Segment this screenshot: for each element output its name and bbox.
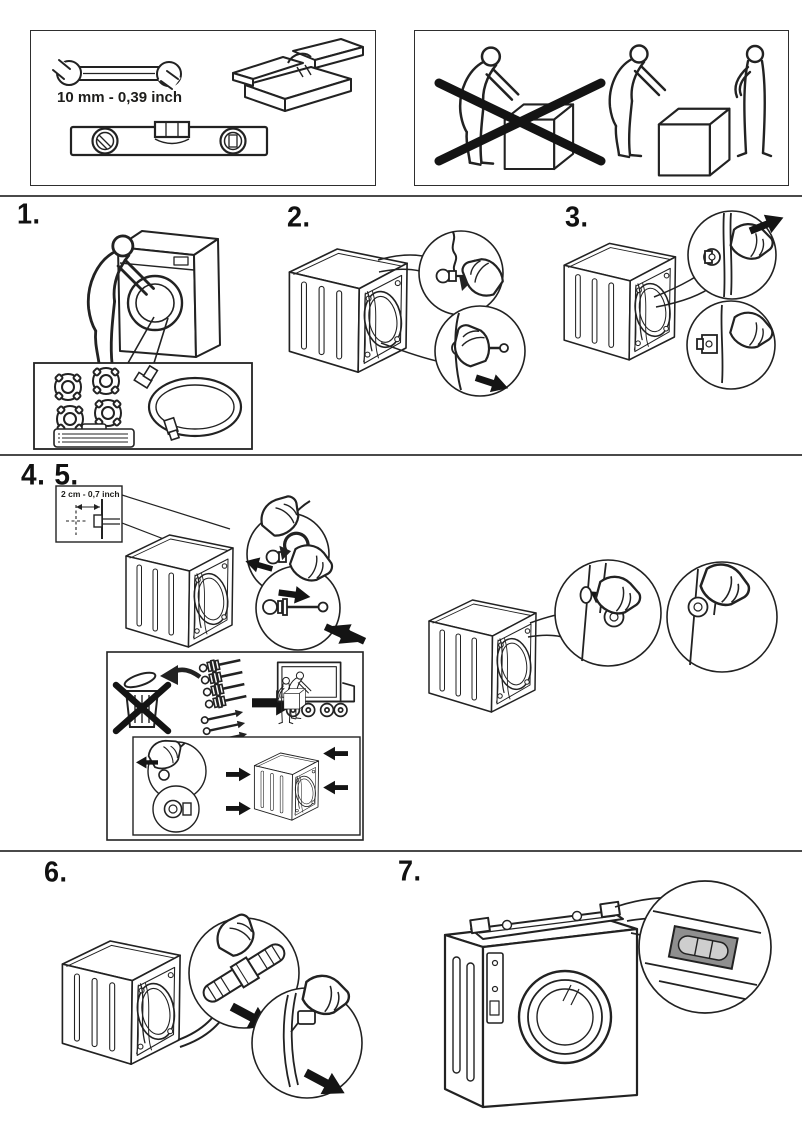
washer-rear-icon	[428, 599, 537, 713]
transport-bolt-icon	[262, 598, 329, 616]
door-icon	[517, 969, 613, 1065]
hose-clip-icon	[290, 1010, 316, 1033]
callout-leader-line	[127, 316, 169, 364]
hose-line	[282, 992, 299, 1088]
spirit-level-on-top-icon	[469, 900, 624, 940]
callout-unscrew-bolt	[418, 230, 510, 316]
step-7-illustration	[443, 880, 772, 1109]
section-divider	[0, 850, 802, 852]
step-4-5-illustration	[55, 485, 778, 841]
power-cord-icon	[451, 231, 458, 273]
section-divider	[0, 195, 802, 197]
step-7-number: 7.	[398, 855, 422, 887]
manual-tray-icon	[53, 423, 135, 448]
washer-front-icon	[443, 915, 639, 1109]
strap-line	[722, 212, 733, 298]
callout-press-cap	[666, 557, 778, 673]
transport-hole-cap-icon	[93, 398, 123, 428]
bolt-gap-spec-box	[55, 485, 231, 552]
callout-pull-strap	[687, 208, 788, 300]
lifting-warning-box	[414, 30, 789, 186]
step-3-number: 3.	[565, 201, 589, 233]
refit-bolts-box	[132, 732, 361, 836]
step-5-number: 5.	[54, 458, 79, 491]
transport-hole-cap-icon	[91, 366, 121, 396]
inlet-hose-icon	[133, 364, 243, 442]
spirit-level-icon	[69, 120, 269, 157]
callout-bolt-closeup	[152, 785, 200, 833]
washer-rear-icon	[563, 242, 677, 361]
step-2-illustration	[288, 230, 526, 398]
step-4-number: 4.	[21, 458, 46, 491]
callout-remove-spacer	[255, 539, 341, 651]
keep-bolts-box	[106, 651, 364, 841]
bolt-gap-label: 2 cm - 0,7 inch	[61, 489, 120, 499]
callout-insert-cap	[554, 559, 662, 667]
step-1-number: 1.	[17, 198, 41, 230]
section-divider	[0, 454, 802, 456]
lifting-illustration	[434, 44, 773, 177]
callout-remove-bracket	[686, 300, 778, 390]
corrugated-hose-icon	[202, 943, 286, 1003]
toolbox-icon	[232, 38, 364, 112]
callout-hose-clip	[251, 971, 363, 1104]
step-2-number: 2.	[287, 201, 311, 233]
washer-rear-icon	[61, 940, 181, 1066]
tools-illustration	[50, 38, 364, 157]
tools-required-box: 10 mm - 0,39 inch	[30, 30, 376, 186]
step-6-illustration	[61, 906, 363, 1104]
transport-hole-cap-icon	[53, 372, 83, 402]
step-4-5-number: 4.5.	[21, 458, 88, 492]
step-1-illustration	[33, 230, 253, 450]
washer-rear-icon	[288, 248, 408, 374]
step-6-number: 6.	[44, 856, 68, 888]
level-edge-lines	[644, 910, 762, 1000]
prohibited-cross-icon	[434, 78, 606, 166]
two-person-lift-icon	[608, 44, 773, 177]
step-3-illustration	[563, 208, 788, 390]
level-vial-icon	[667, 925, 739, 971]
bolt-cap-icon	[703, 248, 721, 266]
transport-hole-cap-icon	[55, 404, 85, 434]
strap-line	[720, 304, 724, 384]
bracket-icon	[696, 334, 718, 354]
wrench-size-label: 10 mm - 0,39 inch	[57, 89, 183, 106]
washer-rear-icon	[253, 752, 320, 821]
hinge-strip	[486, 952, 504, 1024]
appliance-box-icon	[283, 688, 306, 710]
callout-remove-bolt	[434, 305, 526, 398]
open-end-wrench-icon	[50, 57, 182, 90]
callout-level-bubble	[638, 880, 772, 1014]
washer-rear-icon	[125, 534, 234, 648]
one-person-lift-prohibited-icon	[434, 46, 606, 171]
bolt-hole-icon	[579, 586, 593, 604]
